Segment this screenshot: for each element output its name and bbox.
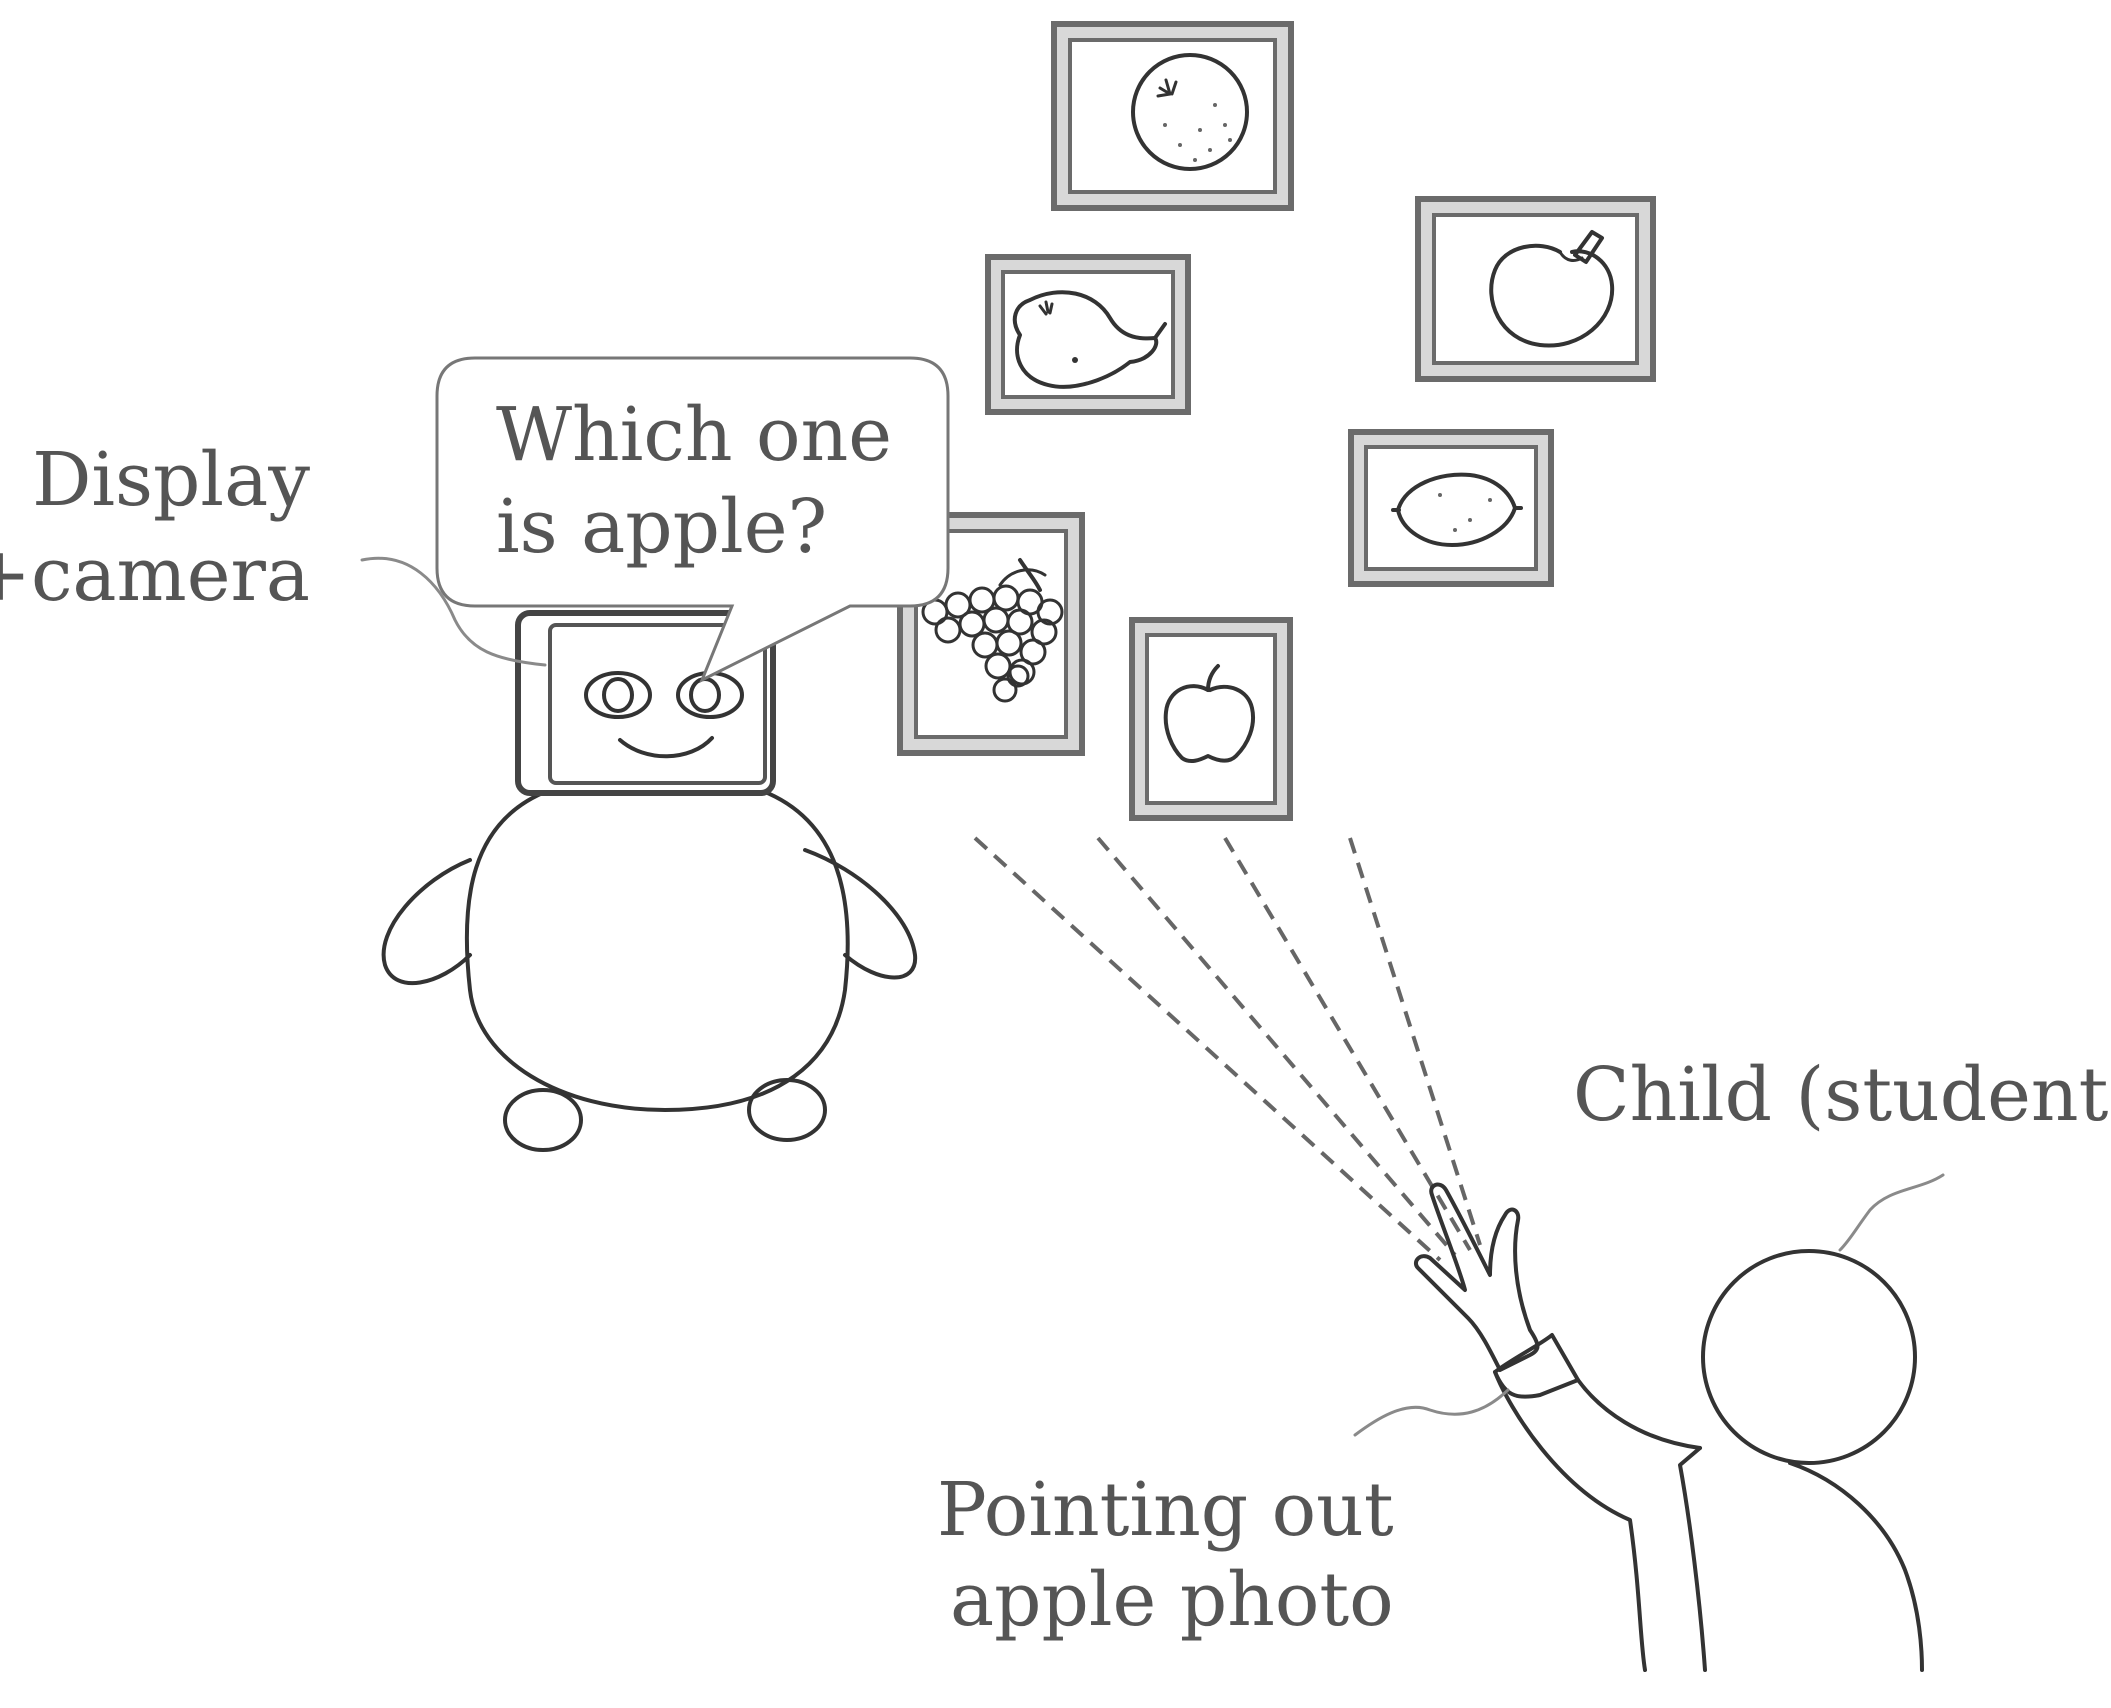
label-display-camera: Display +camera [0,437,547,667]
robot-smile [618,736,714,759]
picture-card-grapes [897,512,1085,756]
apple-small-icon [1163,664,1255,764]
picture-card-apple-small [1129,617,1293,821]
label-child: Child (student) [1573,1052,2111,1252]
child-head [1701,1249,1917,1465]
child-pointing-hand [1413,1182,1540,1372]
apple-icon [1489,230,1615,348]
leader-pointing [1353,1388,1510,1437]
label-pointing: Pointing out apple photo [937,1388,1510,1643]
child [1413,1182,1924,1672]
lemon-icon [1391,472,1523,547]
speech-bubble-line2: is apple? [496,484,827,570]
robot-eye-left [584,671,652,719]
label-pointing-line2: apple photo [950,1557,1394,1643]
speech-bubble: Which one is apple? [435,356,950,684]
pointing-rays [973,836,1482,1262]
picture-card-apple [1415,196,1656,382]
robot [381,610,918,1152]
label-pointing-line1: Pointing out [937,1467,1394,1553]
picture-card-lemon [1348,429,1554,587]
picture-card-orange [1051,21,1294,211]
pear-icon [1012,290,1167,389]
label-display-camera-line1: Display [32,437,310,523]
label-display-camera-line2: +camera [0,532,310,618]
picture-card-pear [985,254,1191,415]
speech-bubble-line1: Which one [496,392,892,478]
robot-display-camera [515,610,776,796]
leader-display-camera [360,556,547,667]
leader-child [1838,1173,1945,1252]
orange-icon [1131,53,1249,171]
label-child-text: Child (student) [1573,1052,2111,1138]
